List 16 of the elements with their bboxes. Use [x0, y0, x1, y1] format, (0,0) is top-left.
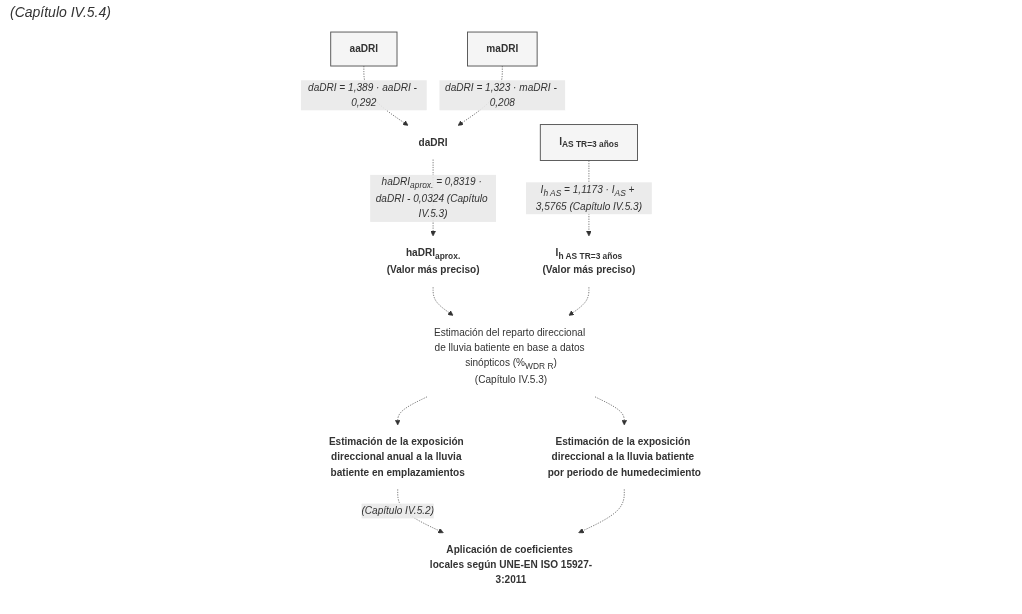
node-text: daDRI [418, 136, 448, 148]
edge-label: I$_{h AS}$ = 1,1173 · I$_{AS}$ + 3,5765 (Capítulo IV.5.3) [535, 183, 642, 212]
node-text: Estimación del reparto direccional de lluvia batiente en base a datos sinópticos (%$_{WDR R}$) (Capítulo IV.5.3) [434, 326, 586, 385]
node-text: I$_{h AS TR=3 años}$ (Valor más preciso) [542, 246, 636, 275]
node-box: maDRI [467, 31, 538, 66]
edge-label: (Capítulo IV.5.2) [361, 504, 435, 516]
edge-label: haDRI$_{aprox.}$ = 0,8319 · daDRI - 0,0324 (Capítulo IV.5.3) [375, 176, 488, 219]
node-text: Estimación de la exposición direccional a la lluvia batiente por periodo de humedecimiento [547, 435, 701, 477]
node-text: haDRI$_{aprox.}$ (Valor más preciso) [386, 246, 480, 275]
chapter-note: (Capítulo IV.5.4) [10, 4, 111, 20]
node-box: aaDRI [330, 31, 398, 66]
node-text: Estimación de la exposición direccional anual a la lluvia batiente en emplazamientos [328, 435, 465, 477]
edge-label: daDRI = 1,389 · aaDRI - 0,292 [308, 81, 417, 108]
node-box: I$_{AS TR=3 años}$ [539, 123, 638, 161]
node-text: Aplicación de coeficientes locales según UNE-EN ISO 15927-3:2011 [429, 543, 593, 585]
edge-label: daDRI = 1,323 · maDRI - 0,208 [445, 81, 557, 108]
